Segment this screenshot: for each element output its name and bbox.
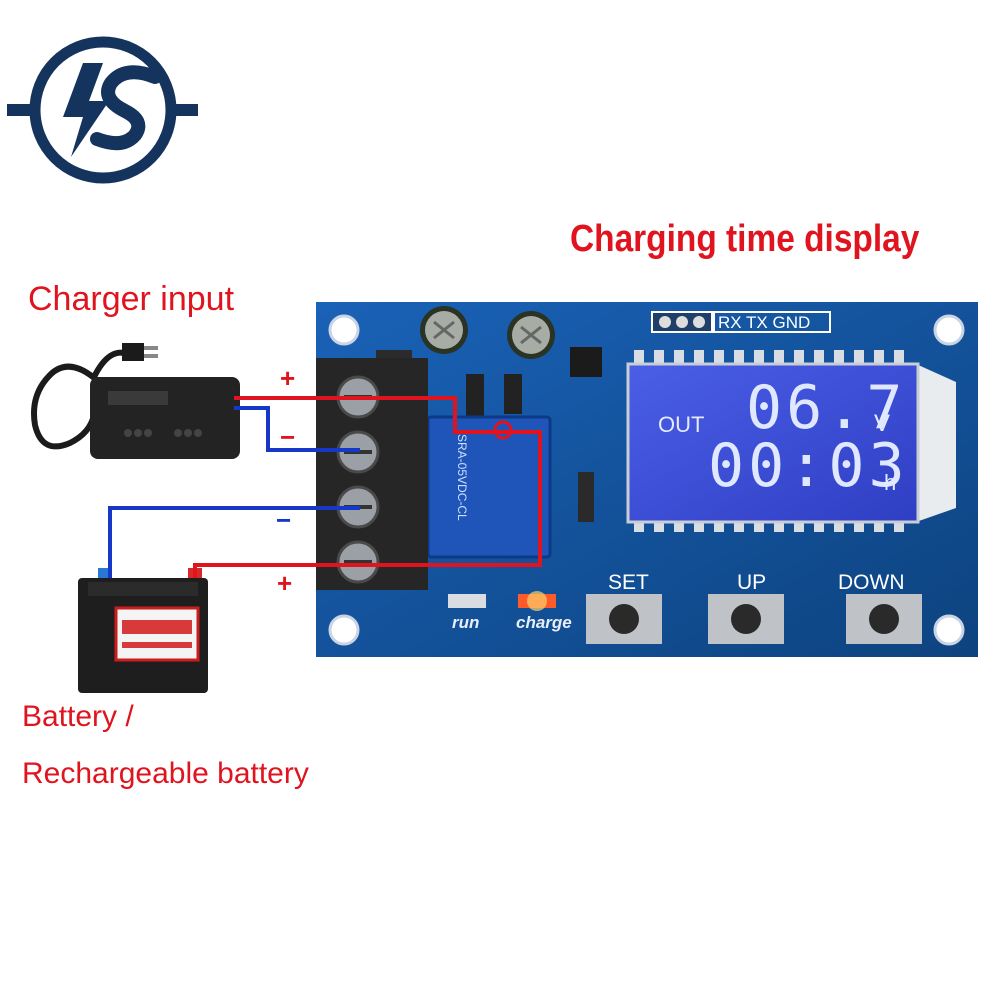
mounting-hole xyxy=(328,314,360,346)
battery-minus-sign: − xyxy=(276,505,292,535)
brand-logo-icon xyxy=(7,36,198,184)
battery-label: Battery / xyxy=(22,700,134,733)
run-led xyxy=(448,594,486,608)
capacitor xyxy=(420,306,468,354)
charge-led-label: charge xyxy=(516,613,572,632)
charger-plus-sign: + xyxy=(280,363,296,393)
mounting-hole xyxy=(933,614,965,646)
lcd-out-label: OUT xyxy=(658,412,705,437)
charge-controller-board: SRA-05VDC-CL xyxy=(316,302,978,657)
battery-plus-sign: + xyxy=(277,568,293,598)
set-button-body xyxy=(586,594,662,644)
lcd-time-value: 00:03 xyxy=(708,431,909,501)
relay-text: SRA-05VDC-CL xyxy=(455,434,469,521)
lcd-screen xyxy=(626,362,920,524)
charger-adapter xyxy=(31,343,240,459)
lcd-backlight-tab xyxy=(916,364,956,522)
mounting-hole xyxy=(328,614,360,646)
charger-positive-wire xyxy=(193,396,542,578)
charger-input-label: Charger input xyxy=(28,280,235,318)
lcd-voltage-value: 06.7 xyxy=(746,373,907,443)
down-button[interactable]: DOWN xyxy=(838,571,905,594)
up-button[interactable]: UP xyxy=(737,571,767,594)
mounting-hole xyxy=(933,314,965,346)
capacitor xyxy=(507,311,555,359)
lcd-voltage-unit: V xyxy=(874,410,891,437)
set-button[interactable]: SET xyxy=(608,571,649,594)
down-button-body xyxy=(846,594,922,644)
charger-negative-wire xyxy=(234,406,360,452)
diode xyxy=(466,374,484,416)
charging-time-display-label: Charging time display xyxy=(570,218,920,260)
lcd-time-unit: h xyxy=(884,470,897,495)
run-led-label: run xyxy=(452,613,480,632)
diode xyxy=(504,374,522,414)
diode xyxy=(578,472,594,522)
up-button-body xyxy=(708,594,784,644)
serial-header-label: RX TX GND xyxy=(718,313,811,332)
battery-image xyxy=(78,568,208,693)
charger-minus-sign: − xyxy=(280,422,296,452)
battery-negative-wire xyxy=(108,506,360,578)
ic-chip xyxy=(570,347,602,377)
rechargeable-battery-label: Rechargeable battery xyxy=(22,757,309,790)
